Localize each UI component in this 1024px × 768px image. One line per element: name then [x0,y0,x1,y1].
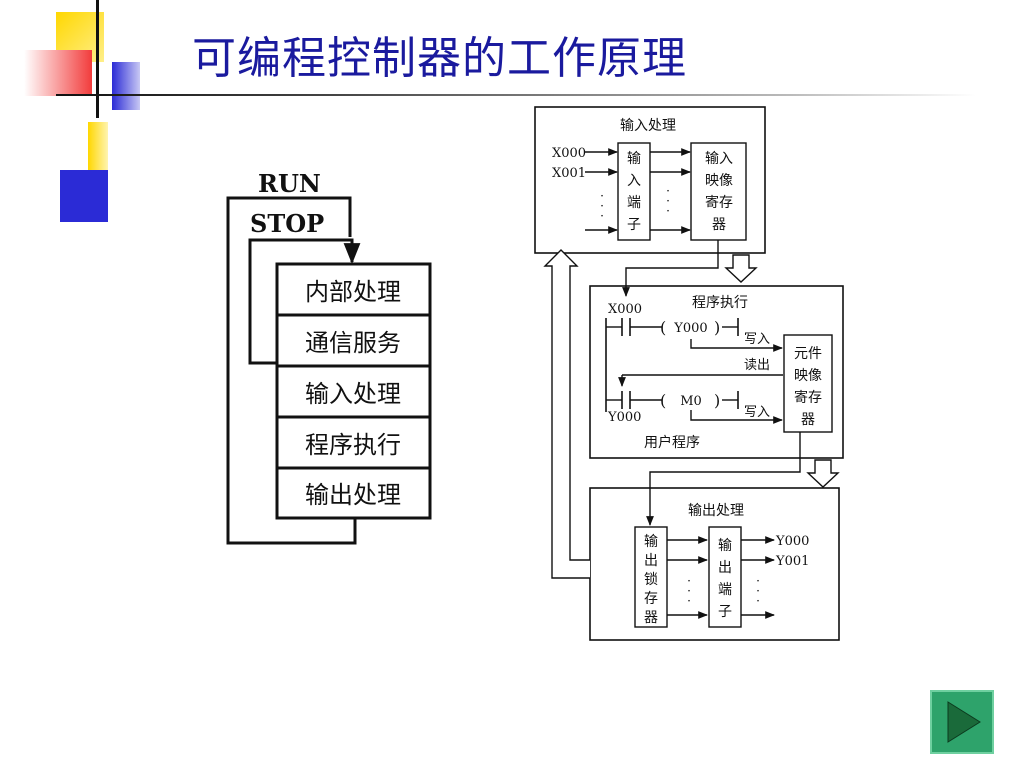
element-register-line: 元件 [794,346,822,362]
output-terminal-char: 出 [718,560,732,576]
deco-red-square [24,50,92,96]
register-dots: · [666,184,670,198]
step-comm: 通信服务 [305,329,401,357]
step-box-internal [275,262,432,318]
deco-blue-square-small [112,62,140,110]
latch-dots: · [687,574,691,588]
output-dots: · [756,594,760,608]
input-register-line: 输入 [705,151,733,167]
element-image-register-box [783,334,833,433]
register-dots: · [666,194,670,208]
output-latch-char: 出 [644,553,658,569]
coil-m0-label: M0 [680,394,702,409]
stage-down-arrow-1 [724,254,758,283]
input-terminal-char: 入 [627,173,641,189]
input-dots: · [600,209,604,223]
output-label-y000: Y000 [775,534,809,549]
coil1-left-paren: ( [660,318,666,337]
program-stage-box [589,285,844,459]
input-register-line: 映像 [705,173,733,189]
coil2-left-paren: ( [660,391,666,410]
deco-horizontal-line [56,94,976,96]
output-latch-char: 锁 [644,572,658,588]
write1-arrow [690,339,783,352]
program-stage: 程序执行 X000 ( Y000 ) 写入 读出 ( M0 ) Y000 写入 [589,285,844,459]
register-dots: · [666,204,670,218]
coil-y000-label: Y000 [673,321,707,336]
output-terminal-char: 端 [718,582,732,598]
stage-down-arrow-2 [806,459,840,488]
user-program-label: 用户程序 [644,434,700,451]
output-terminal-char: 输 [718,538,732,554]
step-box-output [275,466,432,520]
return-loop-arrow [543,249,590,579]
input-register-line: 寄存 [705,194,733,211]
input-label-x001: X001 [552,166,586,181]
coil2-right-paren: ) [714,391,720,410]
flow-input-to-program [622,240,719,297]
output-terminal-box [708,526,742,628]
element-register-line: 寄存 [794,389,822,406]
contact-x000-label: X000 [608,302,642,317]
stop-loop-line [248,238,361,365]
play-arrow-icon [947,701,981,743]
output-stage-title: 输出处理 [688,503,744,519]
read-label: 读出 [744,358,770,373]
step-program: 程序执行 [305,431,401,459]
output-label-y001: Y001 [775,554,809,569]
input-image-register-box [690,142,747,241]
step-input: 输入处理 [305,380,401,408]
step-box-input [275,364,432,420]
deco-yellow-bar [88,122,108,172]
step-output: 输出处理 [305,481,401,509]
output-latch-char: 器 [644,610,658,626]
input-terminal-char: 子 [627,217,641,233]
next-slide-button[interactable] [930,690,994,754]
deco-vertical-line [96,0,99,118]
run-loop-line [226,196,357,545]
deco-blue-square [60,170,108,222]
output-terminal-char: 子 [718,604,732,620]
latch-dots: · [687,584,691,598]
step-internal: 内部处理 [305,278,401,306]
input-dots: · [600,199,604,213]
output-latch-char: 存 [644,591,658,607]
write2-arrow [690,410,783,424]
input-dots: · [600,189,604,203]
write2-label: 写入 [744,405,770,420]
output-dots: · [756,584,760,598]
coil1-right-paren: ) [714,318,720,337]
input-stage-title: 输入处理 [620,118,676,134]
contact-y000-label: Y000 [607,410,641,425]
flow-program-to-output [646,432,801,526]
program-stage-title: 程序执行 [692,295,748,311]
input-terminal-box [617,142,651,241]
output-latch-box [634,526,668,628]
stop-label: STOP [250,209,324,238]
output-stage: 输出处理 输 出 锁 存 器 · · · 输 出 端 子 · · · Y000 … [589,487,840,641]
input-stage: 输入处理 X000 X001 · · · 输 入 端 子 · · · 输入 映像… [534,106,766,254]
input-terminal-char: 端 [627,195,641,211]
output-latch-char: 输 [644,534,658,550]
write1-label: 写入 [744,332,770,347]
input-label-x000: X000 [552,146,586,161]
scan-cycle: RUN STOP 内部处理 通信服务 输入处理 程序执行 输出处理 [226,169,432,545]
latch-dots: · [687,594,691,608]
element-register-line: 映像 [794,368,822,384]
output-dots: · [756,574,760,588]
input-stage-box [534,106,766,254]
input-register-line: 器 [712,217,726,233]
element-register-line: 器 [801,412,815,428]
cycle-steps: 内部处理 通信服务 输入处理 程序执行 输出处理 [275,262,432,520]
input-terminal-char: 输 [627,151,641,167]
page-title: 可编程控制器的工作原理 [192,33,687,84]
step-box-comm [275,313,432,369]
run-label: RUN [258,169,321,198]
